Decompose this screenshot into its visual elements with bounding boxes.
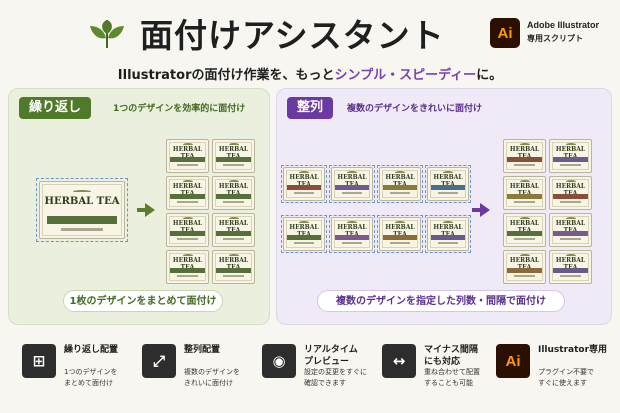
selection-box	[329, 215, 375, 253]
tea-label-card: HERBAL TEA	[549, 250, 592, 284]
tea-label-card: HERBAL TEA	[166, 176, 209, 210]
repeat-panel: 繰り返し 1つのデザインを効率的に面付け HERBAL TEA HERBAL T…	[8, 88, 270, 325]
arrow-right-icon	[480, 203, 490, 217]
feature-text: プラグイン不要ですぐに使えます	[538, 368, 594, 387]
tea-label-card: HERBAL TEA	[427, 167, 469, 201]
illustrator-icon: Ai	[496, 344, 530, 378]
feature-title: リアルタイムプレビュー	[304, 345, 358, 367]
selection-box	[425, 215, 471, 253]
tea-label-card: HERBAL TEA	[331, 217, 373, 251]
selection-box	[425, 165, 471, 203]
tagline-prefix: Illustratorの面付け作業を、もっと	[117, 68, 335, 83]
tagline: Illustratorの面付け作業を、もっとシンプル・スピーディーに。	[0, 64, 620, 83]
selection-box	[329, 165, 375, 203]
tea-label-card: HERBAL TEA	[503, 176, 546, 210]
herb-leaf-icon	[90, 20, 124, 48]
tea-label-card: HERBAL TEA	[212, 250, 255, 284]
tea-label-card: HERBAL TEA	[212, 139, 255, 173]
selection-box	[377, 165, 423, 203]
feature-title: マイナス間隔にも対応	[424, 345, 478, 367]
tagline-highlight: シンプル・スピーディー	[334, 68, 477, 83]
features-row: ⊞ 繰り返し配置 1つのデザインをまとめて面付け ⤢ 整列配置 複数のデザインを…	[0, 336, 620, 413]
align-desc: 複数のデザインをきれいに面付け	[347, 104, 483, 114]
align-caption: 複数のデザインを指定した列数・間隔で面付け	[317, 290, 565, 312]
tea-label-card: HERBAL TEA	[212, 213, 255, 247]
header: 面付けアシスタント Ai Adobe Illustrator 専用スクリプト	[0, 0, 620, 62]
tea-label-card: HERBAL TEA	[427, 217, 469, 251]
grid-icon: ⊞	[22, 344, 56, 378]
arrow-shaft	[137, 208, 145, 212]
feature-title: 繰り返し配置	[64, 345, 119, 355]
feature-title: Illustrator専用	[538, 345, 608, 355]
negative-spacing-icon: ↔	[382, 344, 416, 378]
tea-label-card: HERBAL TEA	[283, 167, 325, 201]
feature-text: 設定の変更をすぐに確認できます	[304, 368, 367, 387]
repeat-desc: 1つのデザインを効率的に面付け	[113, 104, 246, 114]
tea-label-card: HERBAL TEA	[549, 176, 592, 210]
app-name: Adobe Illustrator	[527, 20, 600, 30]
selection-box	[281, 165, 327, 203]
arrow-right-icon	[145, 203, 155, 217]
tea-label-card: HERBAL TEA	[503, 139, 546, 173]
feature-text: 1つのデザインをまとめて面付け	[64, 368, 118, 387]
tea-label-card: HERBAL TEA	[166, 250, 209, 284]
tea-label-card: HERBAL TEA	[503, 213, 546, 247]
feature-text: 重ね合わせて配置することも可能	[424, 368, 480, 387]
selection-box	[281, 215, 327, 253]
tea-label-card: HERBAL TEA	[331, 167, 373, 201]
align-badge: 整列	[287, 97, 334, 119]
selection-box	[36, 178, 128, 242]
feature-text: 複数のデザインをきれいに面付け	[184, 368, 240, 387]
repeat-caption: 1枚のデザインをまとめて面付け	[63, 290, 223, 312]
tea-label-card: HERBAL TEA	[166, 213, 209, 247]
feature-title: 整列配置	[184, 345, 221, 355]
tagline-suffix: に。	[476, 68, 503, 83]
illustrator-badge-icon: Ai	[490, 18, 520, 48]
tea-label-card: HERBAL TEA	[379, 167, 421, 201]
source-design-card: HERBAL TEA	[39, 181, 125, 239]
page-title: 面付けアシスタント	[140, 16, 445, 55]
tea-label-card: HERBAL TEA	[283, 217, 325, 251]
tea-label-card: HERBAL TEA	[166, 139, 209, 173]
tea-label-card: HERBAL TEA	[503, 250, 546, 284]
tea-label-card: HERBAL TEA	[212, 176, 255, 210]
selection-box	[377, 215, 423, 253]
tea-label-card: HERBAL TEA	[379, 217, 421, 251]
arrow-shaft	[472, 208, 480, 212]
tea-label-card: HERBAL TEA	[549, 213, 592, 247]
app-sub: 専用スクリプト	[527, 34, 583, 43]
eye-icon: ◉	[262, 344, 296, 378]
repeat-badge: 繰り返し	[19, 97, 92, 119]
arrange-icon: ⤢	[142, 344, 176, 378]
tea-label-card: HERBAL TEA	[549, 139, 592, 173]
